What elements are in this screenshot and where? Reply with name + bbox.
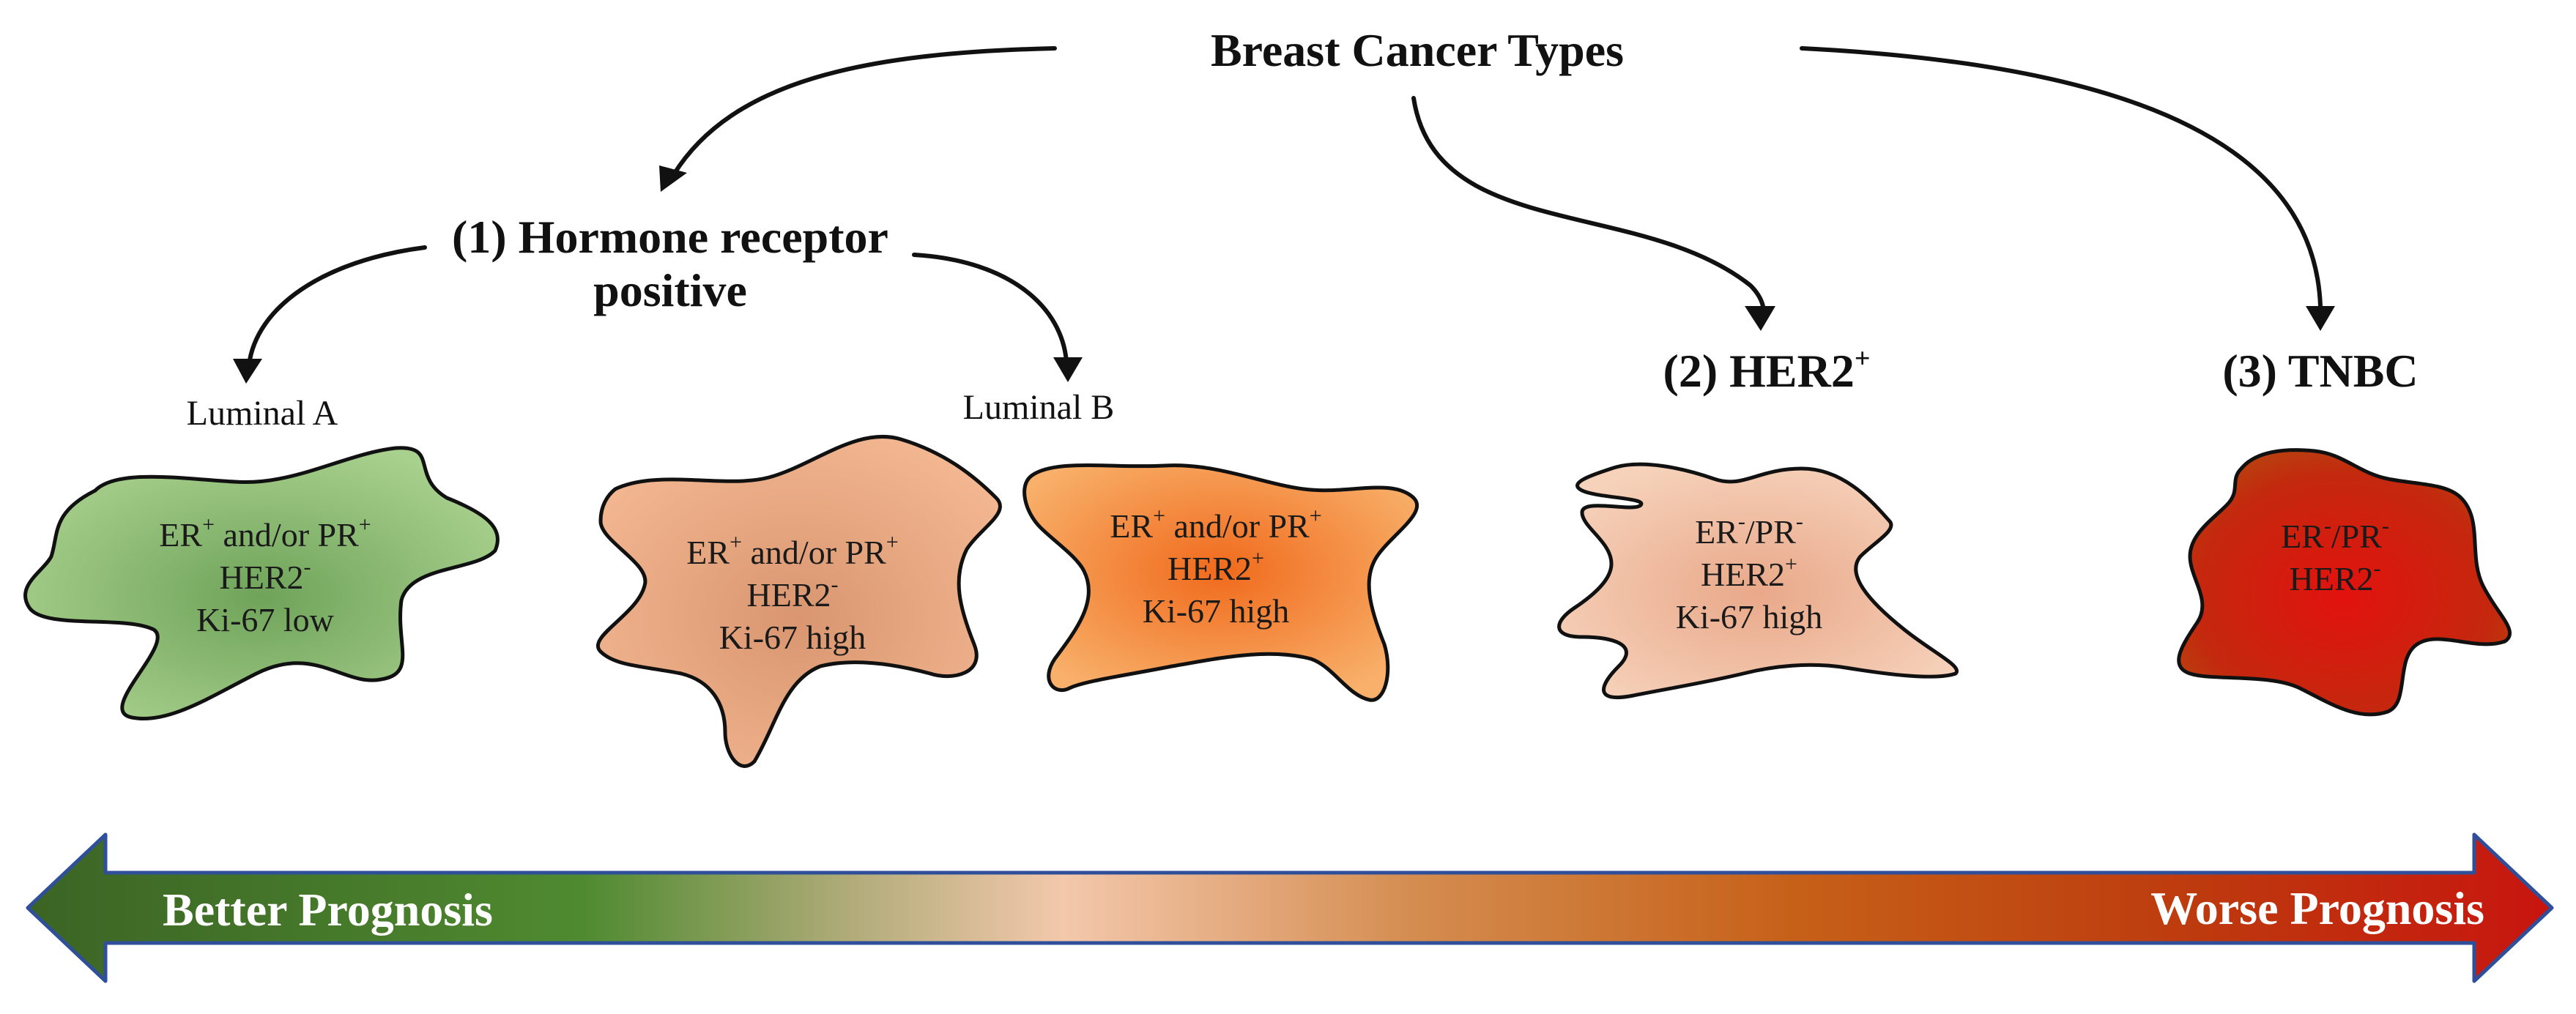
arrowhead-luminal-a	[233, 359, 262, 384]
diagram-title: Breast Cancer Types	[1211, 24, 1624, 76]
luminal-b-her2-positive-marker-her2: HER2+	[1168, 546, 1264, 587]
luminal-a-cell-shape	[23, 446, 500, 720]
hormone-receptor-heading-line2: positive	[593, 264, 747, 316]
arrowhead-tnbc	[2306, 306, 2335, 331]
her2-positive-marker-ki67: Ki-67 high	[1676, 598, 1823, 635]
tnbc-heading: (3) TNBC	[2222, 345, 2418, 397]
her2-positive-marker-er-pr: ER-/PR-	[1695, 510, 1803, 551]
luminal-a-cell: ER+ and/or PR+ HER2- Ki-67 low	[23, 446, 500, 720]
her2-positive-cell-shape	[1557, 462, 1959, 700]
luminal-a-label: Luminal A	[187, 394, 338, 433]
luminal-b-her2-negative-marker-her2: HER2-	[747, 573, 839, 614]
hormone-receptor-heading-line1: (1) Hormone receptor	[452, 211, 888, 263]
arrow-to-her2	[1411, 96, 1766, 318]
arrowhead-her2	[1745, 306, 1775, 331]
flow-arrows	[233, 46, 2335, 384]
prognosis-arrow-shape	[26, 832, 2554, 983]
her2-positive-marker-her2: HER2+	[1701, 552, 1797, 593]
tnbc-cell: ER-/PR- HER2-	[2177, 448, 2512, 717]
arrowhead-hormone	[659, 165, 687, 192]
luminal-b-her2-positive-cell: ER+ and/or PR+ HER2+ Ki-67 high	[1022, 463, 1419, 702]
worse-prognosis-label: Worse Prognosis	[2150, 882, 2484, 934]
arrow-to-tnbc	[1800, 46, 2323, 308]
luminal-b-her2-negative-marker-ki67: Ki-67 high	[719, 619, 866, 656]
arrow-to-hormone	[672, 46, 1057, 176]
tnbc-marker-er-pr: ER-/PR-	[2281, 514, 2389, 555]
arrowhead-luminal-b	[1053, 357, 1083, 382]
prognosis-scale-arrow: Better Prognosis Worse Prognosis	[26, 832, 2554, 983]
arrow-to-luminal-b	[912, 253, 1069, 364]
her2-positive-cell: ER-/PR- HER2+ Ki-67 high	[1557, 462, 1959, 700]
luminal-b-her2-negative-cell: ER+ and/or PR+ HER2- Ki-67 high	[596, 434, 1002, 768]
luminal-a-marker-ki67: Ki-67 low	[196, 601, 335, 638]
tnbc-marker-her2: HER2-	[2290, 556, 2381, 597]
arrow-to-luminal-a	[247, 245, 427, 367]
luminal-b-her2-positive-marker-ki67: Ki-67 high	[1143, 592, 1290, 630]
luminal-a-marker-er-pr: ER+ and/or PR+	[159, 512, 371, 553]
better-prognosis-label: Better Prognosis	[163, 884, 493, 936]
luminal-b-her2-positive-marker-er-pr: ER+ and/or PR+	[1110, 504, 1321, 545]
her2-heading: (2) HER2+	[1663, 343, 1871, 397]
luminal-a-marker-her2: HER2-	[220, 555, 311, 596]
luminal-b-her2-negative-cell-shape	[596, 434, 1002, 768]
luminal-b-label: Luminal B	[963, 388, 1115, 427]
luminal-b-her2-negative-marker-er-pr: ER+ and/or PR+	[686, 530, 898, 571]
tnbc-cell-shape	[2177, 448, 2512, 717]
luminal-b-her2-positive-cell-shape	[1022, 463, 1419, 702]
